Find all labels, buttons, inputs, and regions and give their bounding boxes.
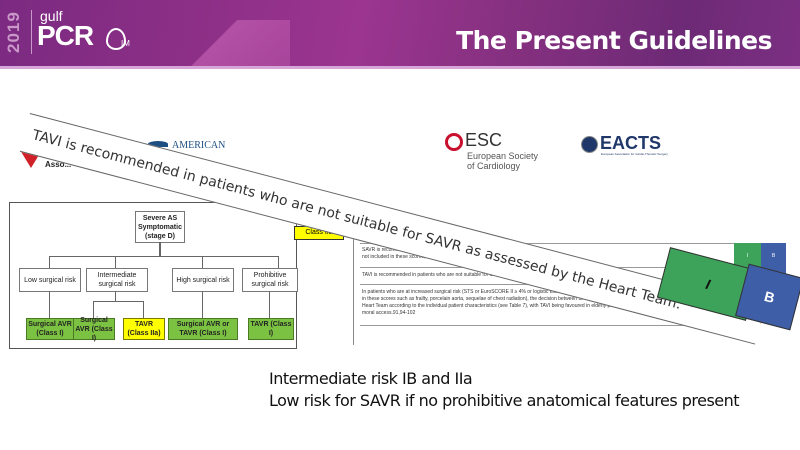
flow-connector	[202, 291, 203, 318]
banner-decoration	[170, 20, 290, 66]
acc-eagle-icon	[148, 141, 168, 147]
row-text: Heart Team according to the individual p…	[362, 303, 670, 309]
flow-connector	[269, 291, 270, 318]
esc-logo-name: ESC	[465, 130, 503, 150]
row-text: moral access.91,94-102	[362, 310, 416, 316]
logo-gulf-text: gulf	[40, 8, 63, 24]
logo-divider	[31, 10, 32, 54]
eacts-logo-name: EACTS	[600, 133, 662, 153]
flow-connector	[143, 301, 144, 318]
panel-divider	[353, 200, 354, 345]
esc-subtitle-line-2: of Cardiology	[467, 161, 521, 171]
class-cell: I	[746, 253, 749, 259]
summary-notes: Intermediate risk IB and IIa Low risk fo…	[269, 368, 740, 412]
acc-logo-text: AMERICAN	[172, 140, 226, 151]
logo-pcr-text: PCR	[37, 20, 94, 51]
esc-heart-icon	[445, 133, 463, 151]
flow-connector	[159, 242, 161, 256]
flow-outcome-low: Surgical AVR (Class I)	[26, 318, 74, 340]
flow-connector	[115, 291, 116, 301]
flow-connector	[202, 256, 203, 268]
flow-connector	[93, 301, 94, 318]
aha-logo-text: Asso...	[45, 160, 72, 169]
row-text: TAVI is recommended in patients who are …	[362, 272, 564, 278]
row-text: In patients who are at increased surgica…	[362, 289, 621, 295]
header-divider	[0, 66, 800, 69]
note-line-2: Low risk for SAVR if no prohibitive anat…	[269, 391, 740, 410]
flow-outcome-high: Surgical AVR or TAVR (Class I)	[168, 318, 238, 340]
esc-logo-subtitle: European Society of Cardiology	[467, 151, 538, 171]
flow-risk-intermediate: Intermediate surgical risk	[86, 268, 148, 292]
flow-risk-high: High surgical risk	[172, 268, 234, 292]
eacts-logo-subtitle: European Association for Cardio-Thoracic…	[601, 152, 668, 156]
flow-outcome-intermediate-tavr: TAVR (Class IIa)	[123, 318, 165, 340]
flow-root: Severe AS Symptomatic (stage D)	[135, 211, 185, 243]
flow-outcome-prohibitive: TAVR (Class I)	[248, 318, 294, 340]
aha-flowchart: Severe AS Symptomatic (stage D) Low surg…	[9, 202, 298, 349]
eacts-seal-icon	[581, 136, 598, 153]
flow-connector	[49, 256, 278, 257]
flow-connector	[49, 256, 50, 268]
logo-im-text: IM	[121, 39, 130, 48]
page-title: The Present Guidelines	[456, 26, 772, 55]
level-cell: B	[771, 253, 776, 259]
esc-subtitle-line-1: European Society	[467, 151, 539, 161]
flow-risk-low: Low surgical risk	[19, 268, 81, 292]
flow-connector	[115, 256, 116, 268]
row-text: in these scores such as frailty, porcela…	[362, 296, 666, 302]
heart-icon	[106, 28, 126, 50]
event-year: 2019	[4, 11, 23, 53]
header-banner: 2019 gulf PCR IM The Present Guidelines	[0, 0, 800, 66]
flow-connector	[49, 291, 50, 318]
note-line-1: Intermediate risk IB and IIa	[269, 369, 473, 388]
flow-risk-prohibitive: Prohibitive surgical risk	[242, 268, 298, 292]
flow-connector	[278, 256, 279, 268]
flow-connector	[93, 301, 143, 302]
flow-outcome-intermediate-savr: Surgical AVR (Class I)	[73, 317, 115, 342]
